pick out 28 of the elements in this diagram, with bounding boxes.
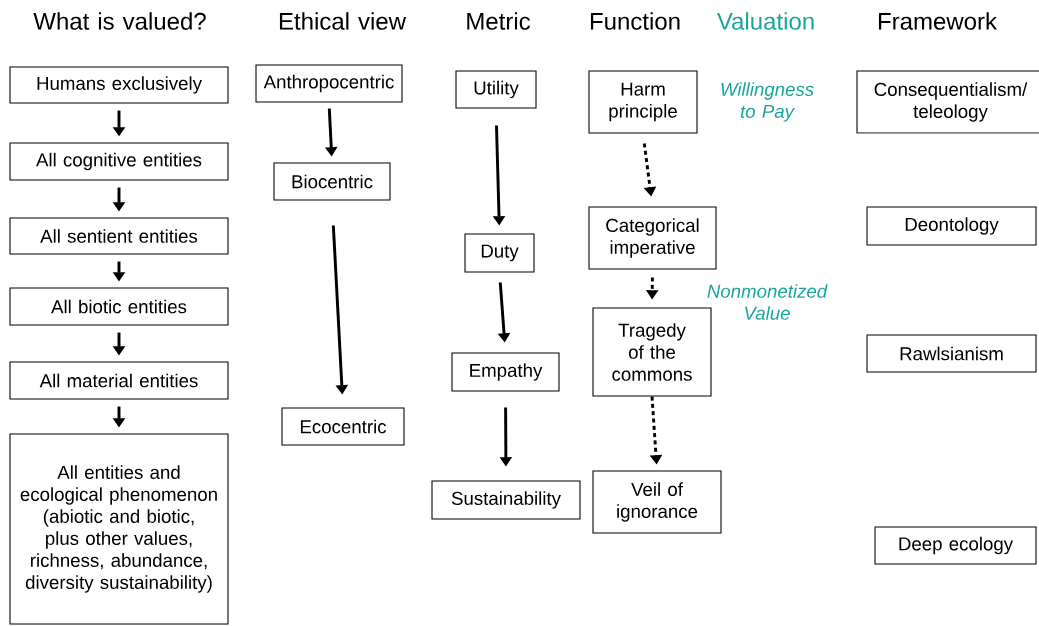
term-box: All cognitive entities	[9, 142, 229, 181]
column-heading: What is valued?	[33, 12, 206, 30]
term-box: All sentient entities	[9, 217, 229, 255]
term-box: All biotic entities	[9, 287, 229, 326]
annotation: Willingness to Pay	[721, 82, 814, 122]
column-heading: Framework	[878, 12, 998, 30]
term-box: Empathy	[451, 352, 560, 392]
column-heading: Ethical view	[279, 12, 407, 30]
term-box: Ecocentric	[281, 407, 405, 446]
term-box: Sustainability	[431, 480, 581, 520]
term-box: Consequentialism/ teleology	[856, 70, 1039, 134]
term-box: Humans exclusively	[9, 66, 229, 104]
term-box: Deep ecology	[874, 526, 1037, 565]
column-heading: Metric	[467, 12, 531, 30]
column-heading: Valuation	[716, 12, 814, 30]
term-box: Deontology	[866, 206, 1037, 246]
term-box: Duty	[464, 233, 535, 273]
term-box: All entities and ecological phenomenon (abiotic and biotic, plus other values, richness, abundance, diversity sustainability)	[9, 433, 229, 625]
term-box: Biocentric	[273, 162, 391, 201]
term-box: Utility	[455, 70, 537, 109]
term-box: Tragedy of the commons	[592, 307, 712, 397]
term-box: Veil of ignorance	[592, 470, 722, 534]
column-heading: Function	[590, 12, 680, 30]
term-box: Categorical imperative	[588, 206, 717, 270]
term-box: Anthropocentric	[255, 64, 403, 103]
term-box: Harm principle	[588, 70, 698, 134]
term-box: All material entities	[9, 361, 229, 400]
term-box: Rawlsianism	[866, 334, 1037, 373]
